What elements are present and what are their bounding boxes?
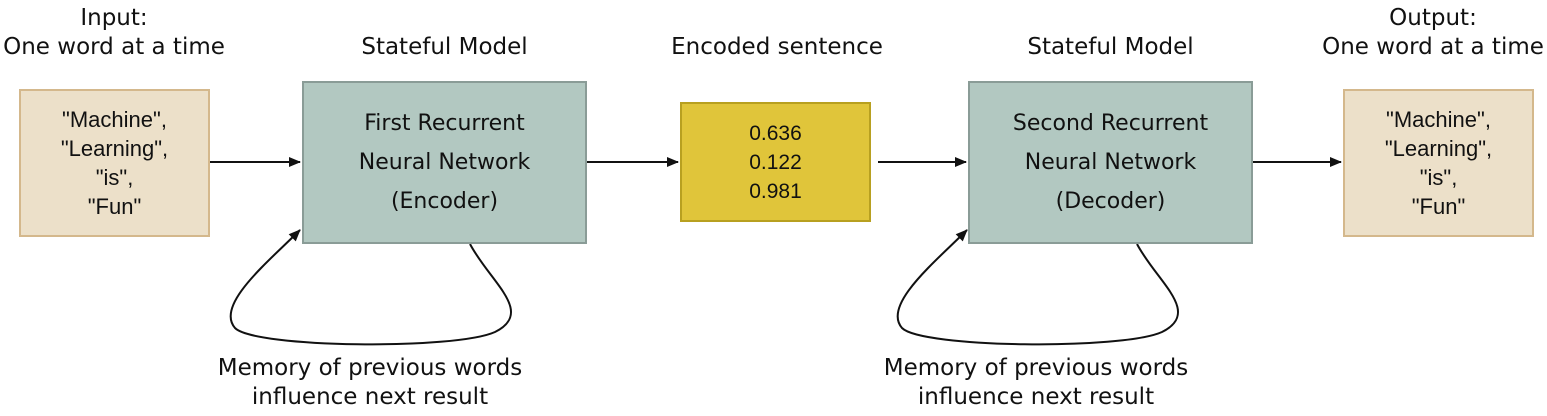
output-word-3: "is",: [1419, 165, 1458, 190]
encoder-box: First Recurrent Neural Network (Encoder): [302, 81, 587, 244]
input-word-4: "Fun": [87, 194, 142, 219]
decoder-line-1: Second Recurrent: [1012, 111, 1209, 136]
input-words-box: "Machine", "Learning", "is", "Fun": [19, 89, 210, 237]
encoded-value-2: 0.122: [749, 150, 802, 174]
output-heading-line-1: Output:: [1389, 5, 1477, 31]
input-word-2: "Learning",: [60, 136, 169, 161]
output-heading-line-2: One word at a time: [1322, 34, 1544, 60]
output-word-4: "Fun": [1411, 194, 1466, 219]
encoder-heading: Stateful Model: [361, 34, 528, 60]
encoder-line-2: Neural Network: [358, 150, 531, 175]
output-word-1: "Machine",: [1386, 107, 1491, 132]
encoder-memory-caption: Memory of previous words influence next …: [190, 354, 550, 412]
encoder-memory-caption-line-2: influence next result: [251, 384, 489, 410]
input-heading-line-2: One word at a time: [3, 34, 225, 60]
output-words-box: "Machine", "Learning", "is", "Fun": [1343, 89, 1534, 237]
encoder-line-3: (Encoder): [390, 189, 499, 214]
decoder-memory-caption-line-2: influence next result: [917, 384, 1155, 410]
input-heading: Input: One word at a time: [0, 4, 228, 62]
output-heading: Output: One word at a time: [1319, 4, 1547, 62]
decoder-memory-loop: [896, 229, 1179, 346]
encoder-memory-caption-line-1: Memory of previous words: [217, 355, 523, 381]
decoder-memory-caption: Memory of previous words influence next …: [856, 354, 1216, 412]
decoder-line-2: Neural Network: [1024, 150, 1197, 175]
decoder-box: Second Recurrent Neural Network (Decoder…: [968, 81, 1253, 244]
encoded-value-3: 0.981: [749, 179, 802, 203]
decoder-heading: Stateful Model: [1027, 34, 1194, 60]
input-heading-line-1: Input:: [80, 5, 148, 31]
encoded-vector-box: 0.636 0.122 0.981: [680, 102, 871, 222]
input-word-3: "is",: [95, 165, 134, 190]
output-word-2: "Learning",: [1384, 136, 1493, 161]
decoder-line-3: (Decoder): [1055, 189, 1166, 214]
encoder-line-1: First Recurrent: [364, 111, 525, 136]
input-word-1: "Machine",: [62, 107, 167, 132]
encoded-value-1: 0.636: [749, 121, 802, 145]
encoded-heading: Encoded sentence: [671, 34, 883, 60]
decoder-memory-caption-line-1: Memory of previous words: [883, 355, 1189, 381]
encoder-memory-loop: [229, 229, 512, 346]
